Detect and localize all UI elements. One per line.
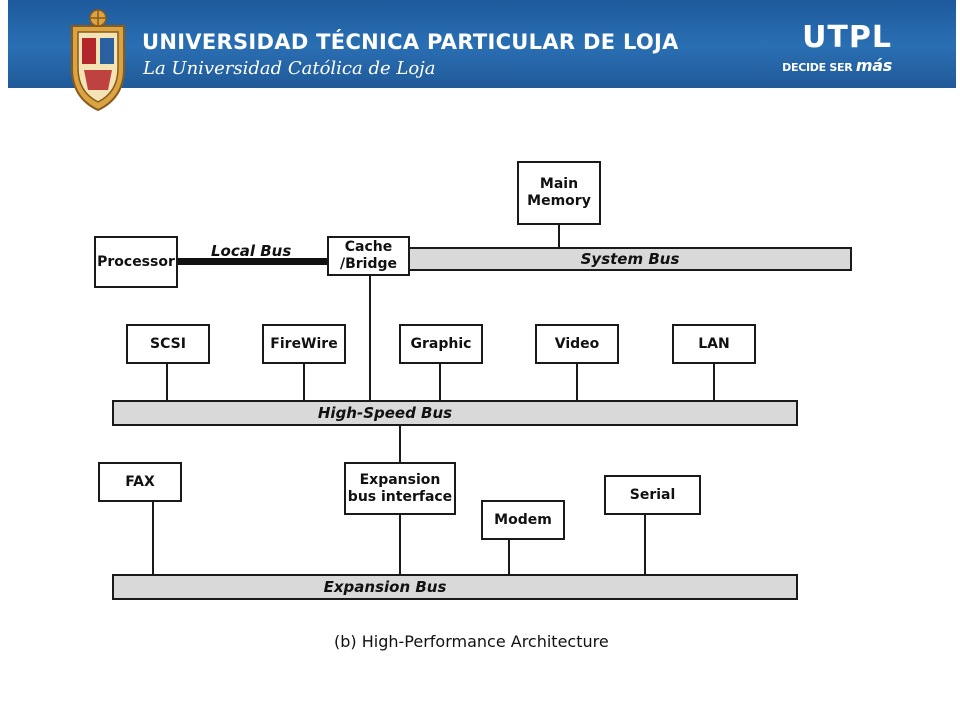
main-memory-box: Main Memory xyxy=(517,161,601,225)
connector-cache-bridge xyxy=(369,275,371,402)
modem-box: Modem xyxy=(481,500,565,540)
system-bus-label: System Bus xyxy=(580,250,680,268)
connector-lan xyxy=(713,363,715,402)
firewire-label: FireWire xyxy=(270,335,338,352)
video-label: Video xyxy=(554,335,600,352)
expansion-bus-interface-box: Expansion bus interface xyxy=(344,462,456,515)
lan-label: LAN xyxy=(698,335,730,352)
high-speed-bus-label: High-Speed Bus xyxy=(317,404,453,422)
local-bus-label: Local Bus xyxy=(211,242,292,260)
fax-box: FAX xyxy=(98,462,182,502)
brand-slogan-emphasis: más xyxy=(855,56,892,75)
connector-serial xyxy=(644,513,646,576)
diagram-caption: (b) High-Performance Architecture xyxy=(334,632,609,651)
brand-slogan: DECIDE SER más xyxy=(782,56,892,75)
connector-main-memory xyxy=(558,224,560,248)
brand-slogan-prefix: DECIDE SER xyxy=(782,61,853,74)
cache-bridge-box: Cache /Bridge xyxy=(327,236,410,276)
lan-box: LAN xyxy=(672,324,756,364)
cache-bridge-label: Cache /Bridge xyxy=(339,239,398,272)
modem-label: Modem xyxy=(494,511,552,528)
high-speed-bus: High-Speed Bus xyxy=(112,400,798,426)
university-name: UNIVERSIDAD TÉCNICA PARTICULAR DE LOJA xyxy=(142,30,679,54)
scsi-label: SCSI xyxy=(150,335,186,352)
processor-label: Processor xyxy=(97,253,175,270)
connector-firewire xyxy=(303,363,305,402)
connector-modem xyxy=(508,538,510,576)
graphic-box: Graphic xyxy=(399,324,483,364)
connector-expansion-interface xyxy=(399,514,401,576)
connector-graphic xyxy=(439,363,441,402)
banner-bottom-edge xyxy=(8,88,956,102)
connector-fax xyxy=(152,501,154,576)
firewire-box: FireWire xyxy=(262,324,346,364)
expansion-bus-interface-label: Expansion bus interface xyxy=(347,471,453,505)
connector-high-speed-to-expansion xyxy=(399,424,401,464)
main-memory-label: Main Memory xyxy=(527,176,591,209)
serial-label: Serial xyxy=(629,486,676,503)
connector-video xyxy=(576,363,578,402)
university-tagline: La Universidad Católica de Loja xyxy=(143,58,436,79)
connector-scsi xyxy=(166,363,168,402)
processor-box: Processor xyxy=(94,236,178,288)
video-box: Video xyxy=(535,324,619,364)
header-banner xyxy=(8,0,956,102)
scsi-box: SCSI xyxy=(126,324,210,364)
expansion-bus: Expansion Bus xyxy=(112,574,798,600)
system-bus: System Bus xyxy=(408,247,852,271)
graphic-label: Graphic xyxy=(410,335,472,352)
fax-label: FAX xyxy=(125,473,155,490)
university-crest-icon xyxy=(71,9,125,112)
local-bus-line xyxy=(177,258,329,265)
expansion-bus-label: Expansion Bus xyxy=(323,578,447,596)
serial-box: Serial xyxy=(604,475,701,515)
brand-name: UTPL xyxy=(802,20,892,55)
